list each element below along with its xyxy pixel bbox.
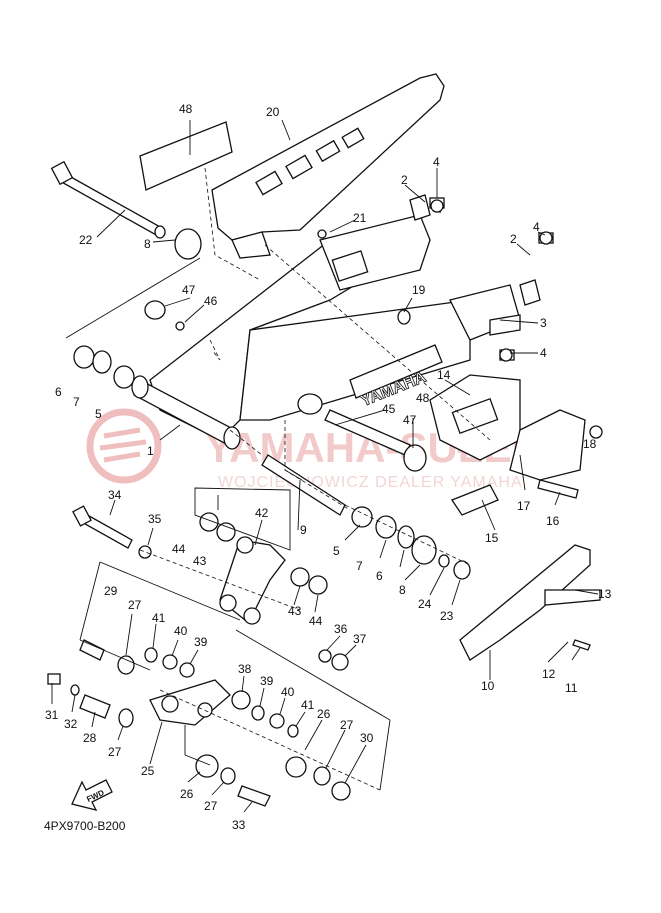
callout: 1 — [147, 444, 154, 458]
callout: 7 — [73, 395, 80, 409]
callout: 10 — [481, 679, 495, 693]
callout: 27 — [204, 799, 218, 813]
callout: 40 — [281, 685, 295, 699]
callout: 43 — [193, 554, 207, 568]
callout: 22 — [79, 233, 93, 247]
callout: 45 — [382, 402, 396, 416]
callout: 36 — [334, 622, 348, 636]
callout: 25 — [141, 764, 155, 778]
callout: 47 — [182, 283, 196, 297]
relay-arm — [219, 536, 286, 625]
callout: 11 — [565, 681, 578, 695]
callout: 16 — [546, 514, 560, 528]
callout: 39 — [194, 635, 208, 649]
callout: 9 — [300, 523, 307, 537]
chain-guard — [211, 73, 445, 259]
diagram-code: 4PX9700-B200 — [44, 819, 126, 833]
pivot-shaft — [50, 160, 166, 239]
callout: 21 — [353, 211, 367, 225]
callout: 5 — [95, 407, 102, 421]
callout: 27 — [340, 718, 354, 732]
axles — [261, 393, 427, 516]
leader-lines — [51, 119, 599, 813]
callout: 34 — [108, 488, 122, 502]
callout: 20 — [266, 105, 280, 119]
callout: 12 — [542, 667, 556, 681]
callout: 46 — [204, 294, 218, 308]
callout: 3 — [540, 316, 547, 330]
fwd-arrow-icon: FWD — [71, 779, 113, 811]
chain-support — [429, 374, 586, 516]
callout: 24 — [418, 597, 432, 611]
decal-sheet — [139, 121, 233, 191]
callout: 8 — [399, 583, 406, 597]
callout: 27 — [108, 745, 122, 759]
callout: 6 — [376, 569, 383, 583]
callout: 43 — [288, 604, 302, 618]
callout: 40 — [174, 624, 188, 638]
callout: 44 — [309, 614, 323, 628]
watermark-sub-text: WOJCIECHOWICZ DEALER YAMAHA — [218, 474, 523, 491]
swing-arm: YAMAHA — [131, 214, 521, 450]
callout: 26 — [180, 787, 194, 801]
callout: 23 — [440, 609, 454, 623]
callout: 30 — [360, 731, 374, 745]
callout: 41 — [152, 611, 166, 625]
callout: 2 — [510, 232, 517, 246]
assembly-lines — [139, 167, 491, 791]
callout: 32 — [64, 717, 78, 731]
callout: 41 — [301, 698, 315, 712]
callout: 7 — [356, 559, 363, 573]
small-parts — [70, 199, 603, 807]
callout: 19 — [412, 283, 426, 297]
callout: 31 — [45, 708, 59, 722]
callout: 18 — [583, 437, 597, 451]
callout: 38 — [238, 662, 252, 676]
callout: 29 — [104, 584, 118, 598]
callout: 27 — [128, 598, 142, 612]
callout: 14 — [437, 368, 451, 382]
connecting-rod — [149, 679, 231, 726]
callout: 28 — [83, 731, 97, 745]
callout: 26 — [317, 707, 331, 721]
callout: 2 — [401, 173, 408, 187]
watermark-logo-icon — [86, 408, 162, 484]
callout: 5 — [333, 544, 340, 558]
callout: 17 — [517, 499, 531, 513]
callout: 48 — [416, 391, 430, 405]
callout: 42 — [255, 506, 269, 520]
callout: 15 — [485, 531, 499, 545]
callout: 4 — [433, 155, 440, 169]
callout: 35 — [148, 512, 162, 526]
callout: 4 — [540, 346, 547, 360]
callout: 6 — [55, 385, 62, 399]
callouts: 48 20 4 2 21 22 8 2 4 47 46 19 3 4 6 7 5… — [45, 102, 612, 832]
callout: 39 — [260, 674, 274, 688]
callout: 13 — [598, 587, 612, 601]
callout: 4 — [533, 220, 540, 234]
callout: 33 — [232, 818, 246, 832]
callout: 47 — [403, 413, 417, 427]
chain-slider — [459, 544, 601, 661]
callout: 37 — [353, 632, 367, 646]
callout: 44 — [172, 542, 186, 556]
callout: 48 — [179, 102, 193, 116]
bolts — [47, 479, 591, 685]
callout: 8 — [144, 237, 151, 251]
